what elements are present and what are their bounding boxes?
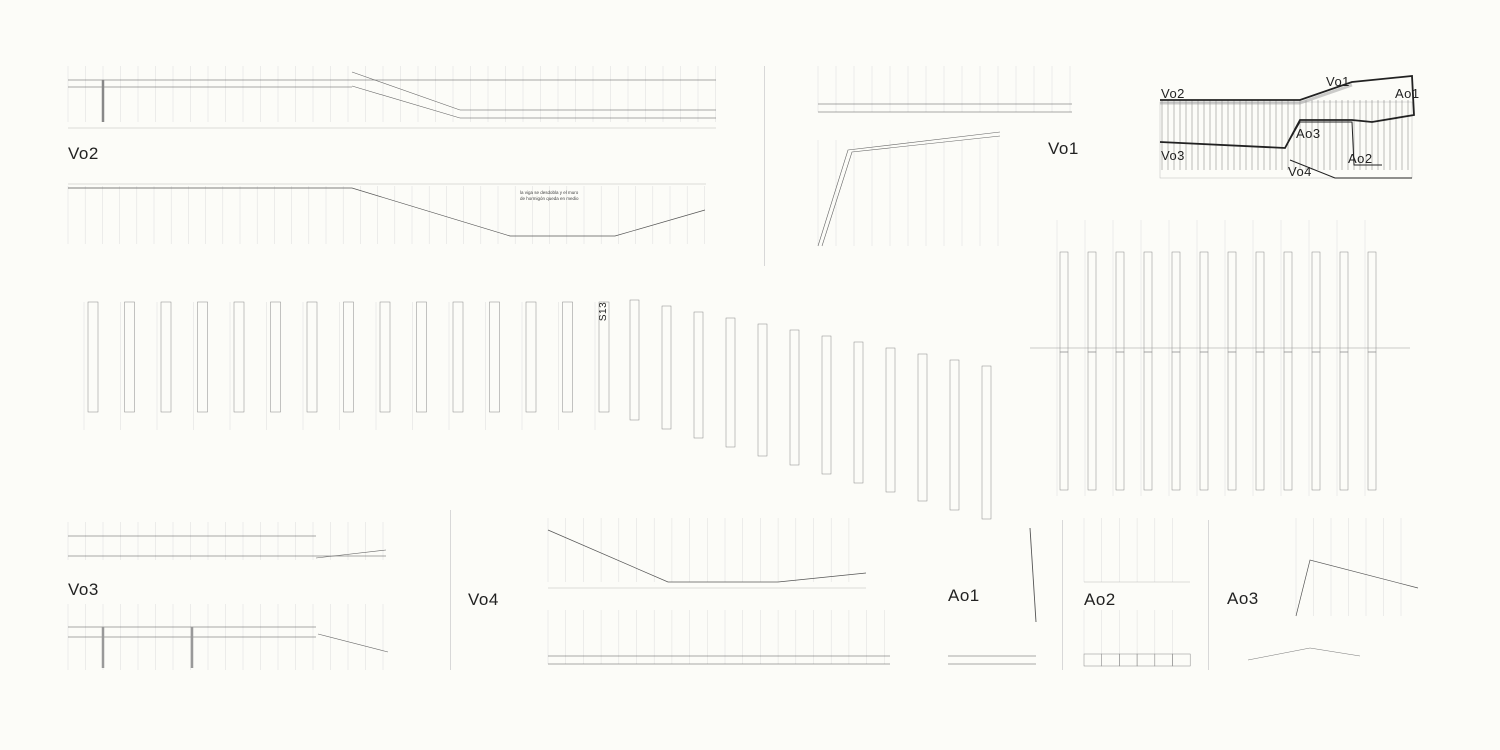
elevation-panel [693, 311, 704, 439]
panel-cell [1154, 653, 1173, 667]
elevation-panel [917, 353, 928, 502]
elevation-panel [629, 299, 640, 421]
key-plan-label-v03: Vo3 [1161, 148, 1185, 163]
elevation-panel [1227, 251, 1237, 353]
v03-slope [315, 549, 389, 653]
a01-title: Ao1 [948, 586, 980, 605]
elevation-panel [452, 301, 464, 413]
elevation-panel [160, 301, 172, 413]
elevation-panel [489, 301, 500, 413]
key-plan-label-a02: Ao2 [1348, 151, 1373, 166]
elevation-panel [416, 301, 427, 413]
v04-section-profile [547, 529, 867, 583]
a03-title: Ao3 [1227, 589, 1259, 608]
v02-section-profile [68, 187, 706, 237]
v04-title: Vo4 [468, 590, 499, 609]
elevation-panel [1339, 251, 1349, 353]
elevation-panel [661, 305, 672, 430]
elevation-panel [1199, 251, 1209, 353]
divider-top [764, 66, 765, 266]
v03-title: Vo3 [68, 580, 99, 599]
a03-profile [1295, 559, 1419, 617]
elevation-panel [87, 301, 99, 413]
elevation-panel [1059, 351, 1069, 491]
elevation-panel [1227, 351, 1237, 491]
elevation-panel [1283, 251, 1293, 353]
panel-cell [1083, 653, 1102, 667]
elevation-panel [124, 301, 135, 413]
elevation-panel [1087, 251, 1097, 353]
key-plan-label-v01: Vo1 [1326, 74, 1350, 89]
elevation-panel [1255, 251, 1265, 353]
elevation-panel [562, 301, 573, 413]
elevation-panel [1171, 251, 1181, 353]
elevation-panel [379, 301, 391, 413]
elevation-panel [1171, 351, 1181, 491]
s13-label: S13 [598, 301, 610, 322]
v02-plan-slope [351, 71, 461, 119]
elevation-panel [598, 301, 610, 413]
elevation-panel [306, 301, 318, 413]
elevation-panel [197, 301, 208, 413]
elevation-panel [1143, 251, 1153, 353]
elevation-panel [1199, 351, 1209, 491]
elevation-panel [725, 317, 736, 448]
elevation-panel [1087, 351, 1097, 491]
v01-section-profile [817, 131, 1001, 247]
elevation-panel [1339, 351, 1349, 491]
panel-cell [1136, 653, 1156, 667]
a02-title: Ao2 [1084, 590, 1116, 609]
divider-bottom-1 [450, 510, 451, 670]
elevation-panel [853, 341, 864, 484]
v02-section-note: la viga se desdobla y el muro de hormigó… [520, 190, 579, 201]
key-plan-label-v02: Vo2 [1161, 86, 1185, 101]
elevation-panel [1283, 351, 1293, 491]
elevation-panel [885, 347, 896, 493]
elevation-panel [821, 335, 832, 475]
a01-profile [1029, 527, 1037, 623]
elevation-panel [789, 329, 800, 466]
key-plan-label-v04: Vo4 [1288, 164, 1312, 179]
elevation-panel [1115, 251, 1125, 353]
a03-plan-slope [1247, 647, 1361, 661]
line-layer [68, 79, 1410, 668]
key-plan-icon [1159, 75, 1415, 179]
elevation-panel [1059, 251, 1069, 353]
grid-layer [67, 66, 1402, 670]
key-plan-label-a03: Ao3 [1296, 126, 1321, 141]
panel-cell [1172, 653, 1191, 667]
elevation-panel [757, 323, 768, 457]
elevation-panel [233, 301, 245, 413]
elevation-panel [1143, 351, 1153, 491]
v01-title: Vo1 [1048, 139, 1079, 158]
elevation-panel [1255, 351, 1265, 491]
elevation-panel [949, 359, 960, 511]
panel-cell [1119, 653, 1138, 667]
elevation-panel [1311, 251, 1321, 353]
elevation-panel [1311, 351, 1321, 491]
elevation-panel [525, 301, 537, 413]
elevation-panel [1367, 251, 1377, 353]
elevation-panel [343, 301, 354, 413]
elevation-panel [270, 301, 281, 413]
panel-cell [1101, 653, 1120, 667]
divider-bottom-3 [1208, 520, 1209, 670]
divider-bottom-2 [1062, 520, 1063, 670]
key-plan-label-a01: Ao1 [1395, 86, 1420, 101]
v02-title: Vo2 [68, 144, 99, 163]
elevation-panel [981, 365, 992, 520]
elevation-panel [1367, 351, 1377, 491]
elevation-panel [1115, 351, 1125, 491]
